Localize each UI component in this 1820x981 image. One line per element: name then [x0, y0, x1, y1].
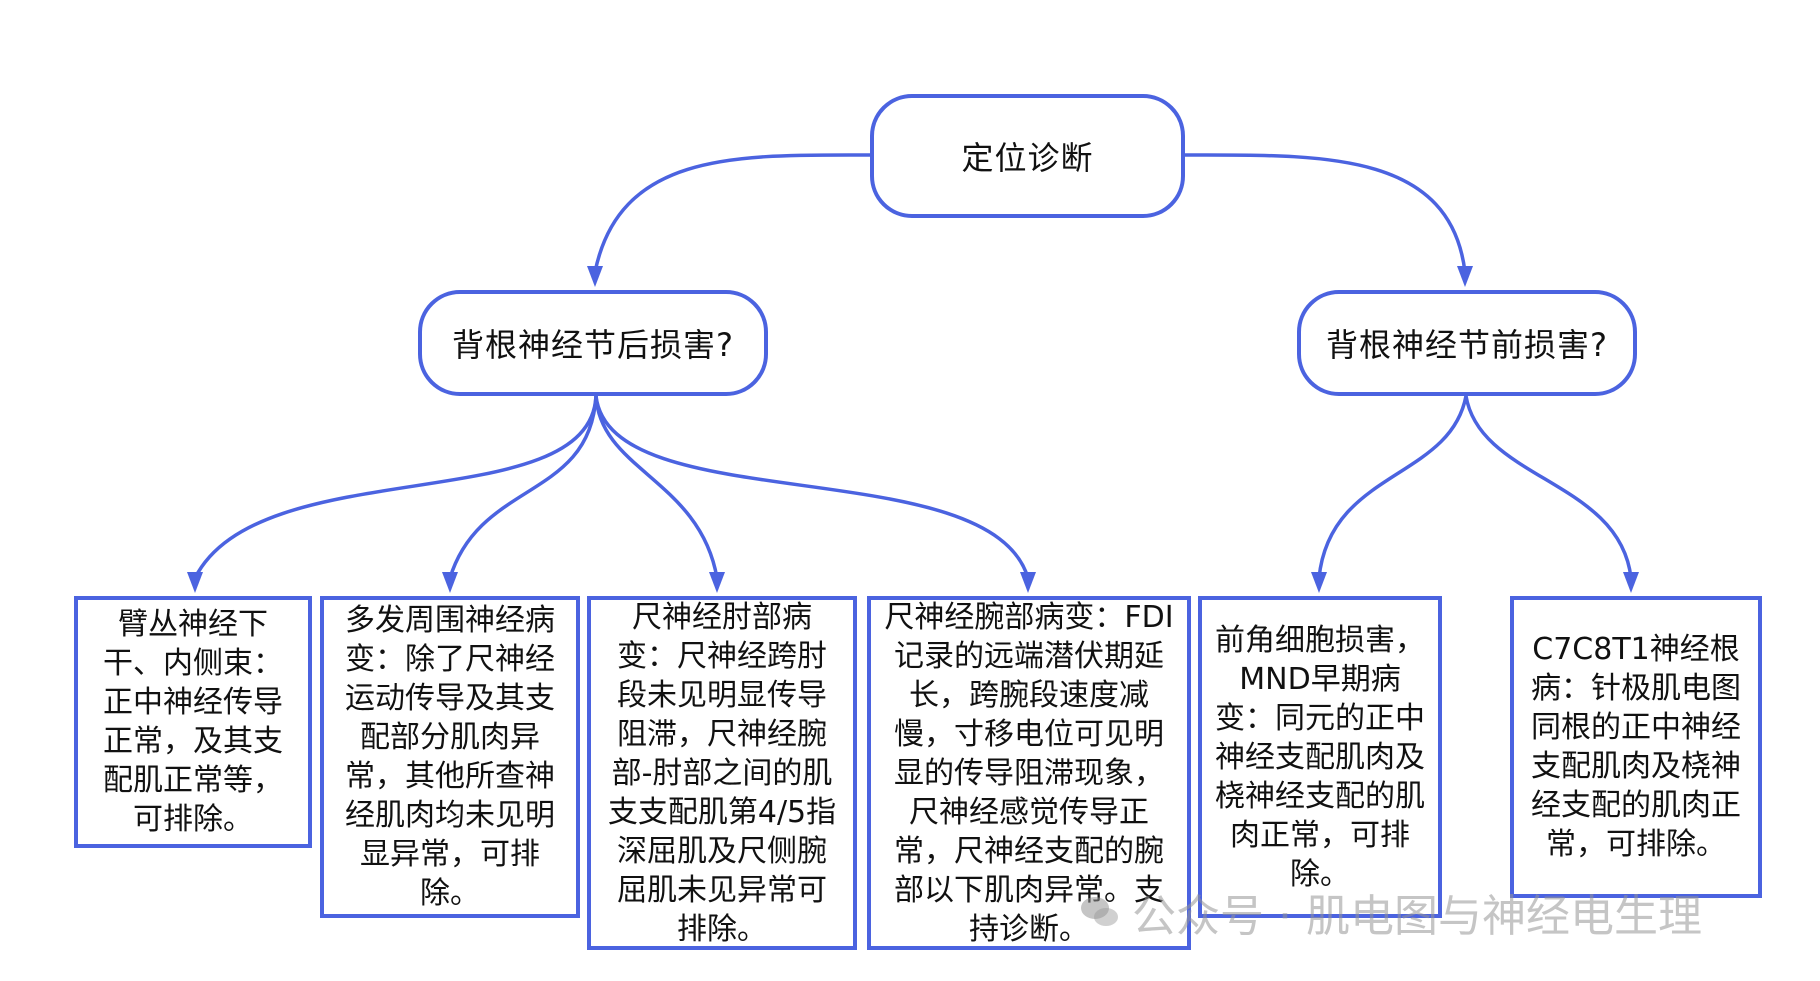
- watermark: 公众号 · 肌电图与神经电生理: [1078, 880, 1702, 944]
- edge-root-left: [593, 153, 871, 273]
- root-node-label: 定位诊断: [961, 139, 1094, 177]
- branch-node-label: 背根神经节后损害?: [452, 326, 734, 364]
- root-node: 定位诊断: [870, 94, 1185, 218]
- edge-right-leaf6: [1464, 395, 1633, 579]
- leaf-ulnar-elbow: 尺神经肘部病变：尺神经跨肘段未见明显传导阻滞，尺神经腕部-肘部之间的肌支支配肌第…: [587, 596, 857, 950]
- arrowhead: [709, 572, 725, 593]
- leaf-text: C7C8T1神经根病：针极肌电图同根的正中神经支配肌肉及桡神经支配的肌肉正常，可…: [1531, 632, 1741, 862]
- arrowhead: [187, 572, 203, 593]
- leaf-text: 前角细胞损害，MND早期病变：同元的正中神经支配肌肉及桡神经支配的肌肉正常，可排…: [1215, 622, 1425, 892]
- edge-left-leaf2: [448, 395, 598, 579]
- leaf-nerve-root: C7C8T1神经根病：针极肌电图同根的正中神经支配肌肉及桡神经支配的肌肉正常，可…: [1510, 596, 1762, 898]
- leaf-anterior-horn: 前角细胞损害，MND早期病变：同元的正中神经支配肌肉及桡神经支配的肌肉正常，可排…: [1198, 596, 1442, 918]
- arrowhead: [442, 572, 458, 593]
- arrowhead: [1623, 572, 1639, 593]
- arrowhead: [587, 266, 603, 287]
- arrowhead: [1457, 266, 1473, 287]
- leaf-text: 尺神经肘部病变：尺神经跨肘段未见明显传导阻滞，尺神经腕部-肘部之间的肌支支配肌第…: [607, 599, 837, 947]
- leaf-ulnar-wrist: 尺神经腕部病变：FDI记录的远端潜伏期延长，跨腕段速度减慢，寸移电位可见明显的传…: [867, 596, 1191, 950]
- leaf-brachial-plexus: 臂丛神经下干、内侧束：正中神经传导正常，及其支配肌正常等，可排除。: [74, 596, 312, 848]
- leaf-polyneuropathy: 多发周围神经病变：除了尺神经运动传导及其支配部分肌肉异常，其他所查神经肌肉均未见…: [320, 596, 580, 918]
- leaf-text: 多发周围神经病变：除了尺神经运动传导及其支配部分肌肉异常，其他所查神经肌肉均未见…: [345, 603, 555, 911]
- edge-left-leaf4: [594, 395, 1030, 579]
- leaf-text: 臂丛神经下干、内侧束：正中神经传导正常，及其支配肌正常等，可排除。: [103, 607, 283, 837]
- arrowhead: [1020, 572, 1036, 593]
- edge-right-leaf5: [1317, 395, 1468, 579]
- edge-root-right: [1184, 153, 1467, 273]
- watermark-text: 公众号 · 肌电图与神经电生理: [1132, 891, 1702, 942]
- branch-node-label: 背根神经节前损害?: [1326, 326, 1608, 364]
- wechat-icon: [1081, 897, 1118, 926]
- branch-node-post-ganglion: 背根神经节后损害?: [418, 290, 768, 396]
- branch-node-pre-ganglion: 背根神经节前损害?: [1297, 290, 1637, 396]
- edge-left-leaf3: [594, 395, 719, 579]
- arrowhead: [1311, 572, 1327, 593]
- leaf-text: 尺神经腕部病变：FDI记录的远端潜伏期延长，跨腕段速度减慢，寸移电位可见明显的传…: [884, 599, 1174, 947]
- edge-left-leaf1: [193, 395, 598, 579]
